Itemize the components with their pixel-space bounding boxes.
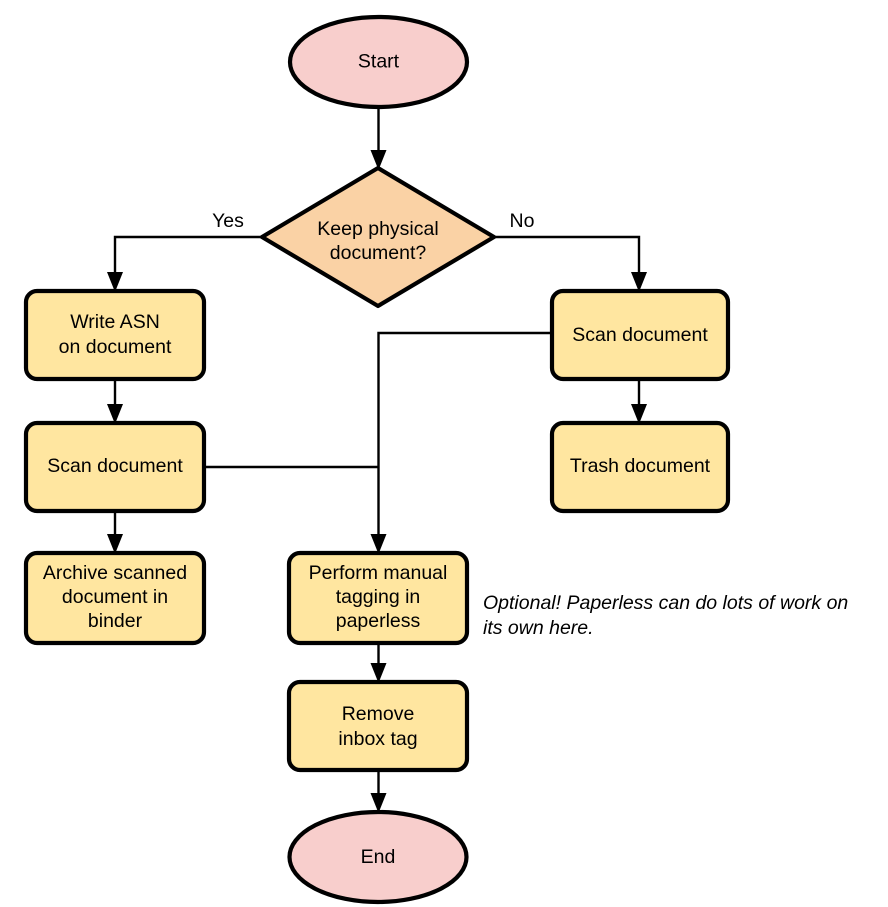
scan-document-left-label: Scan document [47,455,183,477]
edge-scan-right-to-tagging [370,331,552,554]
remove-inbox-tag-label-line-2: inbox tag [338,728,417,750]
edge-decision-no: No [494,210,647,292]
node-keep-physical-document[interactable]: Keep physical document? [259,165,497,309]
perform-tagging-label-line-2: tagging in [336,586,421,608]
edge-scan-left-to-archive [107,511,123,554]
node-archive-scanned-document-in-binder[interactable]: Archive scanned document in binder [23,550,207,646]
optional-note-line-1: Optional! Paperless can do lots of work … [483,592,848,614]
node-end[interactable]: End [287,809,469,905]
annotation-optional-note: Optional! Paperless can do lots of work … [483,592,848,639]
edge-write-asn-to-scan-left [107,379,123,424]
remove-inbox-tag-box-shape [286,679,470,773]
decision-label-line-2: document? [330,242,427,264]
node-scan-document-right[interactable]: Scan document [549,288,731,382]
write-asn-label-line-1: Write ASN [70,311,160,333]
edge-tagging-to-remove-inbox-tag [370,643,387,683]
start-ellipse-shape [287,14,470,110]
trash-document-label: Trash document [570,455,711,477]
edge-label-yes: Yes [212,210,244,232]
trash-document-box-shape [549,420,731,514]
perform-tagging-label-line-3: paperless [336,610,421,632]
optional-note-line-2: its own here. [483,617,594,639]
decision-label-line-1: Keep physical [317,218,438,240]
scan-document-right-label: Scan document [572,324,708,346]
perform-tagging-box-shape [286,550,470,646]
node-remove-inbox-tag[interactable]: Remove inbox tag [286,679,470,773]
edge-remove-inbox-tag-to-end [370,770,387,813]
edge-decision-yes: Yes [107,210,262,292]
node-trash-document[interactable]: Trash document [549,420,731,514]
edge-start-to-decision [370,107,387,170]
write-asn-label-line-2: on document [59,336,172,358]
end-label: End [361,846,396,868]
edge-scan-right-to-trash [631,379,647,424]
decision-diamond-shape [259,165,497,309]
remove-inbox-tag-label-line-1: Remove [342,703,415,725]
node-start[interactable]: Start [287,14,470,110]
node-perform-manual-tagging-in-paperless[interactable]: Perform manual tagging in paperless [286,550,470,646]
archive-label-line-1: Archive scanned [43,562,187,584]
perform-tagging-label-line-1: Perform manual [309,562,448,584]
start-label: Start [358,51,400,73]
write-asn-box-shape [23,288,207,382]
node-scan-document-left[interactable]: Scan document [23,420,207,514]
archive-box-shape [23,550,207,646]
node-write-asn-on-document[interactable]: Write ASN on document [23,288,207,382]
edge-label-no: No [510,210,535,232]
archive-label-line-2: document in [62,586,168,608]
end-ellipse-shape [287,809,469,905]
archive-label-line-3: binder [88,610,143,632]
scan-document-right-box-shape [549,288,731,382]
scan-document-left-box-shape [23,420,207,514]
